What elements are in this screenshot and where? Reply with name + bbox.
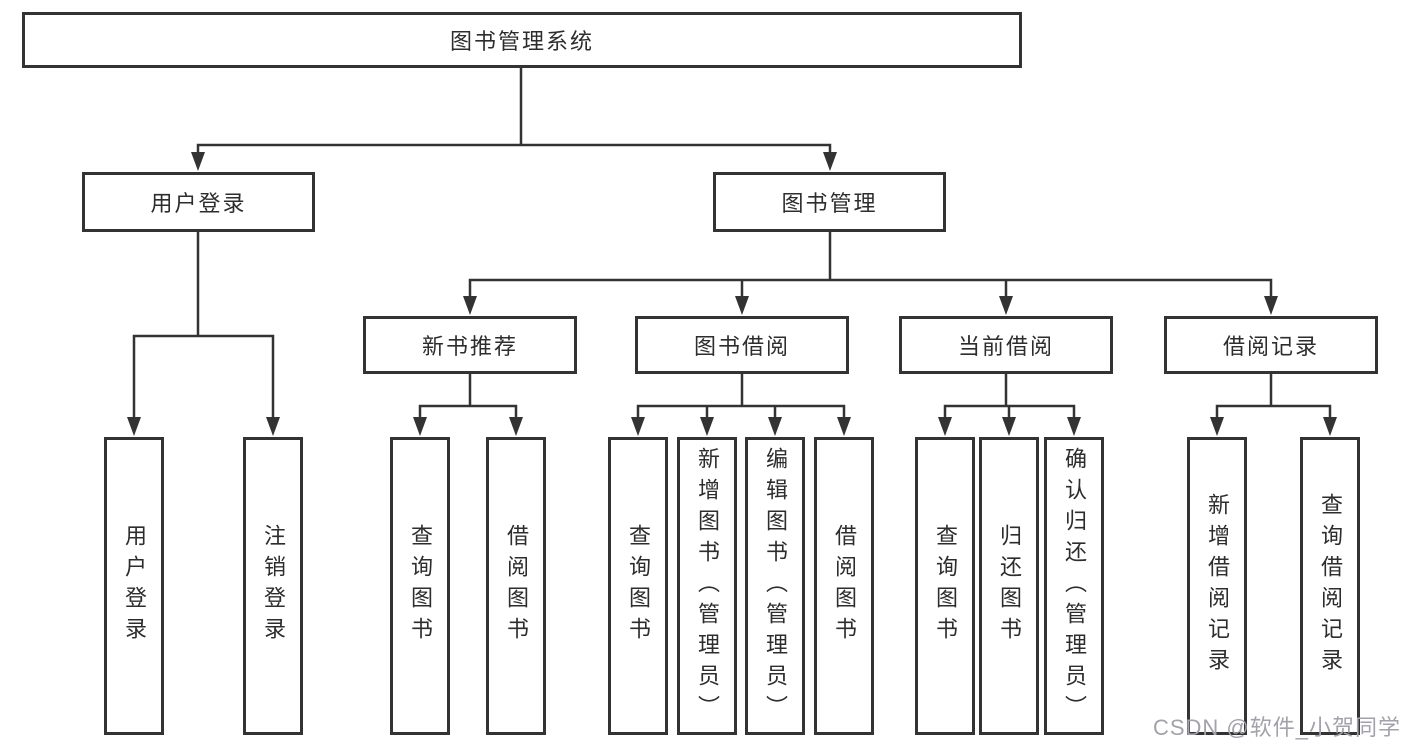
node-borrow-records: 借阅记录 bbox=[1164, 316, 1378, 374]
node-leaf-query-books-recommend-label: 查询图书 bbox=[408, 524, 433, 648]
node-leaf-borrow-books-recommend: 借阅图书 bbox=[486, 437, 546, 735]
node-leaf-query-books-current: 查询图书 bbox=[915, 437, 975, 735]
node-new-book-recommend: 新书推荐 bbox=[363, 316, 577, 374]
node-leaf-return-book-label: 归还图书 bbox=[997, 524, 1022, 648]
node-leaf-query-books-borrow-label: 查询图书 bbox=[626, 524, 651, 648]
node-user-login: 用户登录 bbox=[82, 172, 315, 232]
node-root: 图书管理系统 bbox=[22, 12, 1022, 68]
node-leaf-query-borrow-record: 查询借阅记录 bbox=[1300, 437, 1360, 735]
csdn-watermark: CSDN @软件_小贺同学 bbox=[1152, 715, 1401, 740]
node-leaf-confirm-return-admin-label: 确认归还（管理员） bbox=[1062, 446, 1087, 726]
node-book-borrow: 图书借阅 bbox=[635, 316, 849, 374]
node-leaf-return-book: 归还图书 bbox=[979, 437, 1039, 735]
node-book-management-label: 图书管理 bbox=[781, 191, 878, 216]
node-leaf-edit-book-admin: 编辑图书（管理员） bbox=[745, 437, 805, 735]
node-borrow-records-label: 借阅记录 bbox=[1222, 334, 1319, 359]
node-leaf-borrow-books-label: 借阅图书 bbox=[832, 524, 857, 648]
node-leaf-edit-book-admin-label: 编辑图书（管理员） bbox=[763, 446, 788, 726]
node-leaf-logout: 注销登录 bbox=[243, 437, 303, 735]
node-leaf-query-borrow-record-label: 查询借阅记录 bbox=[1318, 493, 1343, 679]
node-leaf-borrow-books-recommend-label: 借阅图书 bbox=[504, 524, 529, 648]
node-leaf-borrow-books: 借阅图书 bbox=[814, 437, 874, 735]
node-leaf-logout-label: 注销登录 bbox=[261, 524, 286, 648]
node-book-management: 图书管理 bbox=[713, 172, 946, 232]
node-leaf-user-login: 用户登录 bbox=[104, 437, 164, 735]
node-leaf-add-book-admin: 新增图书（管理员） bbox=[677, 437, 737, 735]
node-leaf-add-book-admin-label: 新增图书（管理员） bbox=[695, 446, 720, 726]
node-leaf-confirm-return-admin: 确认归还（管理员） bbox=[1044, 437, 1104, 735]
node-root-label: 图书管理系统 bbox=[449, 29, 594, 54]
node-current-borrow: 当前借阅 bbox=[899, 316, 1113, 374]
node-book-borrow-label: 图书借阅 bbox=[693, 334, 790, 359]
node-leaf-query-books-borrow: 查询图书 bbox=[608, 437, 668, 735]
node-leaf-user-login-label: 用户登录 bbox=[122, 524, 147, 648]
node-user-login-label: 用户登录 bbox=[150, 191, 247, 216]
node-current-borrow-label: 当前借阅 bbox=[957, 334, 1054, 359]
node-leaf-query-books-recommend: 查询图书 bbox=[390, 437, 450, 735]
node-leaf-add-borrow-record: 新增借阅记录 bbox=[1187, 437, 1247, 735]
node-leaf-add-borrow-record-label: 新增借阅记录 bbox=[1205, 493, 1230, 679]
node-leaf-query-books-current-label: 查询图书 bbox=[933, 524, 958, 648]
node-new-book-recommend-label: 新书推荐 bbox=[421, 334, 518, 359]
